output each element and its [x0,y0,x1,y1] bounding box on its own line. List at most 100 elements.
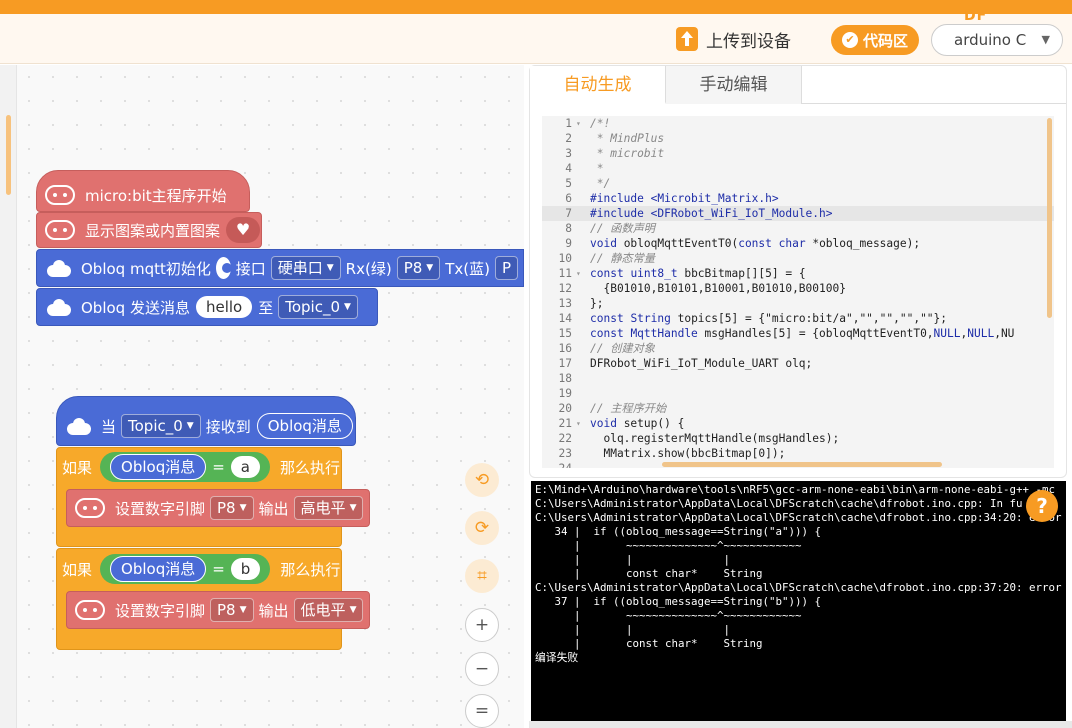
language-select[interactable]: arduino C ▼ [931,24,1063,56]
upload-icon [676,27,698,51]
undo-icon[interactable]: ⟲ [465,463,499,497]
fold-gutter [576,446,590,461]
code-line[interactable]: 5 */ [542,176,1054,191]
console-line: C:\Users\Administrator\AppData\Local\DFS… [535,497,1023,510]
code-line[interactable]: 11 ▾ const uint8_t bbcBitmap[][5] = { [542,266,1054,281]
block-on-receive[interactable]: 当 Topic_0▼ 接收到 Obloq消息 [56,396,356,446]
set-pin-label: 设置数字引脚 [115,499,206,518]
code-line[interactable]: 4 * [542,161,1054,176]
code-line[interactable]: 22 olq.registerMqttHandle(msgHandles); [542,431,1054,446]
line-number: 11 [558,267,572,280]
line-number: 3 [565,147,572,160]
condition-variable[interactable]: Obloq消息 [110,556,207,582]
gear-icon[interactable] [215,257,232,279]
dropdown-arrow-icon: ▼ [344,302,351,312]
fold-arrow-icon[interactable]: ▾ [576,119,581,128]
code-line[interactable]: 20// 主程序开始 [542,401,1054,416]
block-main-start[interactable]: micro:bit主程序开始 [36,170,250,212]
zoom-in-icon[interactable]: + [465,608,499,642]
port-dropdown[interactable]: 硬串口▼ [270,256,341,280]
code-text: * [590,162,604,175]
crop-icon[interactable]: ⌗ [465,559,499,593]
code-text: // 主程序开始 [590,402,667,415]
tx-dropdown[interactable]: P [494,256,518,280]
code-line[interactable]: 24 [542,461,1054,468]
code-line[interactable]: 19 [542,386,1054,401]
code-line[interactable]: 1▾/*! [542,116,1054,131]
rx-dropdown[interactable]: P8▼ [396,256,441,280]
fold-arrow-icon[interactable]: ▾ [576,269,581,278]
code-line[interactable]: 23 MMatrix.show(bbcBitmap[0]); [542,446,1054,461]
fold-gutter [576,146,590,161]
condition-value[interactable]: b [230,558,261,580]
code-line[interactable]: 7#include <DFRobot_WiFi_IoT_Module.h> [542,206,1054,221]
code-line[interactable]: 13}; [542,296,1054,311]
block-set-pin-high[interactable]: 设置数字引脚 P8▼ 输出 高电平▼ [66,489,370,527]
tab-manual-edit[interactable]: 手动编辑 [666,66,802,104]
upload-to-device-button[interactable]: 上传到设备 [676,22,791,56]
equals-condition[interactable]: Obloq消息 = b [100,554,271,584]
help-button[interactable]: ? [1026,490,1058,522]
cloud-icon [45,296,73,318]
code-text: MMatrix.show(bbcBitmap[0]); [590,447,786,460]
code-line[interactable]: 18 [542,371,1054,386]
code-line[interactable]: 21 ▾ void setup() { [542,416,1054,431]
code-text: DFRobot_WiFi_IoT_Module_UART olq; [590,357,813,370]
level-dropdown[interactable]: 高电平▼ [293,496,364,520]
code-vertical-scrollbar[interactable] [1047,118,1052,318]
line-number: 18 [558,372,572,385]
condition-variable[interactable]: Obloq消息 [110,454,207,480]
message-variable[interactable]: Obloq消息 [256,413,353,439]
code-text: */ [590,177,611,190]
block-show-pattern[interactable]: 显示图案或内置图案 ♥ [36,212,262,248]
compile-console[interactable]: E:\Mind+\Arduino\hardware\tools\nRF5\gcc… [531,481,1066,721]
status-strip [529,721,1072,728]
line-number: 10 [558,252,572,265]
code-line[interactable]: 2 * MindPlus [542,131,1054,146]
reset-zoom-icon[interactable]: = [465,694,499,728]
console-line: | | | [535,623,731,636]
pin-dropdown[interactable]: P8▼ [210,496,254,520]
palette-scrollbar[interactable] [6,115,11,195]
zoom-out-icon[interactable]: − [465,652,499,686]
pattern-heart-icon[interactable]: ♥ [226,217,261,243]
fold-arrow-icon[interactable]: ▾ [576,419,581,428]
line-number: 21 [558,417,572,430]
dropdown-arrow-icon: ▼ [239,503,247,513]
line-number: 1 [565,117,572,130]
message-input[interactable]: hello [195,296,253,318]
if-label: 如果 [62,560,93,579]
topic-dropdown[interactable]: Topic_0▼ [278,295,358,319]
block-mqtt-init[interactable]: Obloq mqtt初始化 接口 硬串口▼ Rx(绿) P8▼ Tx(蓝) P [36,249,524,287]
redo-icon[interactable]: ⟳ [465,511,499,545]
code-line[interactable]: 6#include <Microbit_Matrix.h> [542,191,1054,206]
equals-sign: = [212,458,225,476]
console-line: | ~~~~~~~~~~~~~~^~~~~~~~~~~~~ [535,609,802,622]
receive-topic-dropdown[interactable]: Topic_0▼ [121,414,201,438]
tab-auto-generate[interactable]: 自动生成 [530,66,666,104]
code-line[interactable]: 10// 静态常量 [542,251,1054,266]
console-line: C:\Users\Administrator\AppData\Local\DFS… [535,581,1062,594]
code-text: void setup() { [590,417,685,430]
receive-topic-value: Topic_0 [128,417,183,435]
code-line[interactable]: 12 {B01010,B10101,B10001,B01010,B00100} [542,281,1054,296]
pin-dropdown[interactable]: P8▼ [210,598,254,622]
block-set-pin-low[interactable]: 设置数字引脚 P8▼ 输出 低电平▼ [66,591,370,629]
condition-value[interactable]: a [230,456,260,478]
equals-condition[interactable]: Obloq消息 = a [100,452,270,482]
code-line[interactable]: 8// 函数声明 [542,221,1054,236]
code-area-toggle[interactable]: ✔ 代码区 [831,25,919,55]
code-horizontal-scrollbar[interactable] [662,462,942,467]
fold-gutter [576,206,590,221]
dropdown-arrow-icon: ▼ [326,263,334,273]
level-dropdown[interactable]: 低电平▼ [293,598,364,622]
code-line[interactable]: 16// 创建对象 [542,341,1054,356]
block-send-message[interactable]: Obloq 发送消息 hello 至 Topic_0▼ [36,288,378,326]
code-line[interactable]: 3 * microbit [542,146,1054,161]
code-text: const uint8_t bbcBitmap[][5] = { [590,267,806,280]
